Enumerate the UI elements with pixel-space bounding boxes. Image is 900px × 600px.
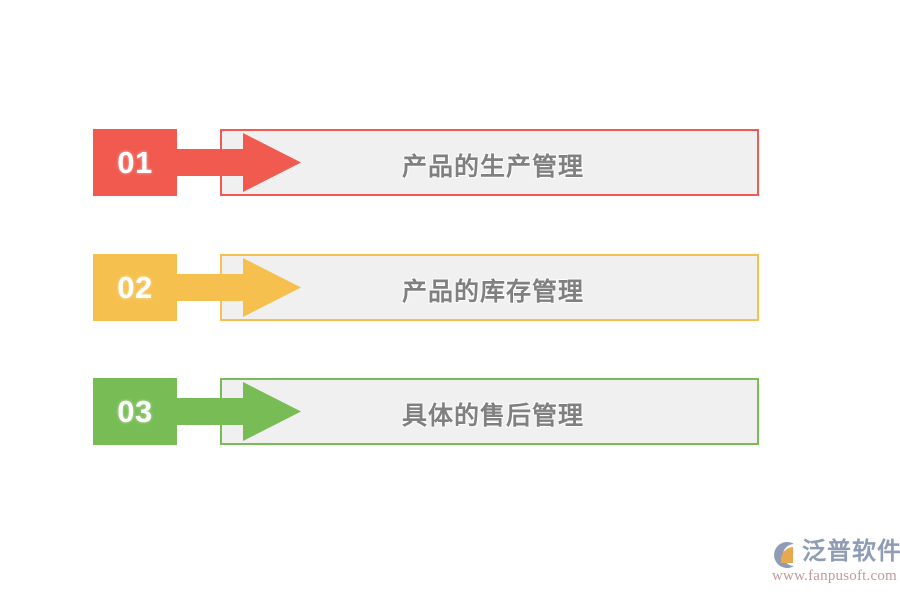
step-number: 03 — [117, 394, 153, 429]
step-number-tile: 03 — [93, 378, 177, 445]
step-label: 产品的库存管理 — [402, 277, 585, 306]
watermark: 泛普软件 www.fanpusoft.com — [768, 536, 900, 590]
step-number: 02 — [117, 270, 153, 305]
step-panel: 产品的库存管理 — [220, 254, 759, 321]
step-row[interactable]: 02 产品的库存管理 — [93, 254, 761, 321]
step-row[interactable]: 01 产品的生产管理 — [93, 129, 761, 196]
watermark-url: www.fanpusoft.com — [772, 568, 897, 584]
watermark-brand: 泛普软件 — [802, 538, 900, 565]
fanpusoft-logo-icon — [774, 542, 794, 568]
step-number-tile: 01 — [93, 129, 177, 196]
step-panel: 产品的生产管理 — [220, 129, 759, 196]
step-row[interactable]: 03 具体的售后管理 — [93, 378, 761, 445]
step-label: 具体的售后管理 — [402, 401, 585, 430]
step-label: 产品的生产管理 — [402, 152, 585, 181]
step-number-tile: 02 — [93, 254, 177, 321]
step-number: 01 — [117, 145, 153, 180]
step-panel: 具体的售后管理 — [220, 378, 759, 445]
